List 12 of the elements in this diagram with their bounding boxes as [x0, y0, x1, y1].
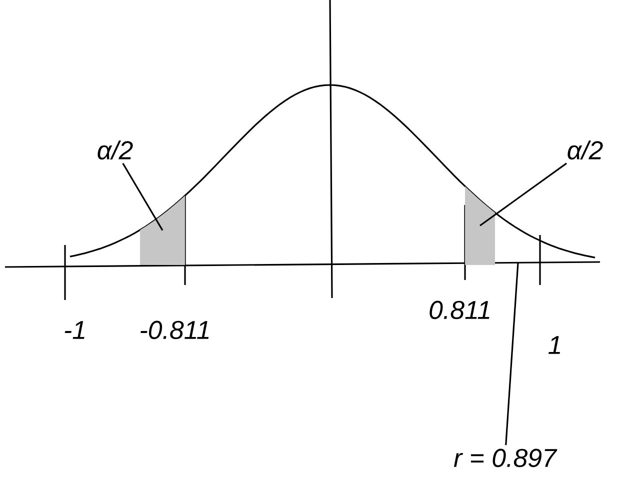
- annotation-text: α/2: [98, 140, 133, 160]
- tick-label: -0.811: [140, 320, 209, 340]
- annotation-text: r = 0.897: [454, 448, 558, 468]
- shaded-tail: [465, 186, 495, 265]
- leader-line: [122, 162, 164, 231]
- tick-label: 0.811: [430, 300, 490, 320]
- tick-label: -1: [64, 321, 84, 339]
- shaded-tail: [140, 196, 185, 265]
- leader-line: [480, 162, 567, 226]
- annotation-text: α/2: [568, 140, 603, 160]
- leader-line: [505, 262, 519, 446]
- tick-label: 1: [548, 336, 560, 354]
